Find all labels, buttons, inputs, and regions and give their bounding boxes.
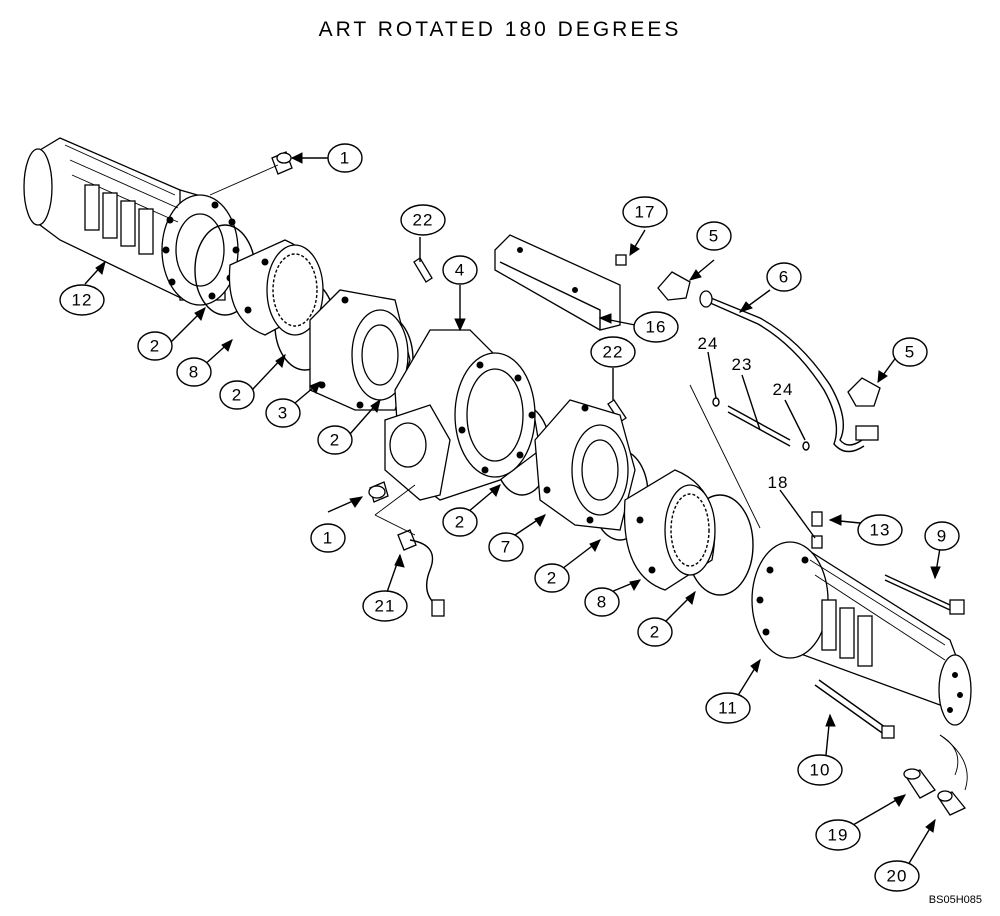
svg-text:20: 20 (887, 867, 908, 886)
fitting-part-18 (811, 535, 823, 549)
carrier-part-3 (309, 289, 411, 411)
label-23: 23 (732, 355, 753, 374)
svg-text:22: 22 (413, 211, 434, 230)
label-24-right: 24 (773, 380, 794, 399)
svg-text:2: 2 (547, 569, 557, 588)
callout-arrowheads (95, 152, 941, 833)
svg-text:1: 1 (323, 529, 333, 548)
callout-1a: 1 (327, 143, 363, 173)
callout-4: 4 (442, 255, 478, 285)
callout-22a: 22 (400, 204, 446, 236)
label-24-left: 24 (698, 334, 719, 353)
callout-5b: 5 (892, 337, 928, 367)
svg-text:1: 1 (340, 149, 350, 168)
bushing-part-20 (936, 790, 967, 816)
assembly-guide-lines (209, 164, 968, 791)
ring-gear-part-8-right (623, 469, 716, 591)
plug-part-1-upper (271, 151, 293, 175)
carrier-part-7 (534, 399, 636, 531)
callout-2c: 2 (317, 425, 353, 455)
callout-11: 11 (705, 692, 751, 724)
callout-3: 3 (265, 398, 301, 428)
svg-text:21: 21 (375, 597, 396, 616)
callout-7: 7 (488, 532, 524, 562)
diagram-title: ART ROTATED 180 DEGREES (318, 18, 682, 41)
callout-2f: 2 (637, 617, 673, 647)
callout-2d: 2 (442, 507, 478, 537)
svg-text:7: 7 (501, 538, 511, 557)
svg-text:6: 6 (779, 268, 789, 287)
svg-text:10: 10 (810, 761, 831, 780)
callout-8b: 8 (584, 587, 620, 617)
svg-text:16: 16 (646, 318, 667, 337)
svg-text:13: 13 (870, 521, 891, 540)
svg-text:17: 17 (635, 203, 656, 222)
axle-housing-right (751, 541, 972, 726)
axle-housing-left (23, 137, 240, 306)
svg-text:2: 2 (150, 337, 160, 356)
callout-13: 13 (857, 514, 903, 546)
callout-2b: 2 (219, 380, 255, 410)
fitting-part-5-lower (847, 377, 881, 407)
sensor-part-21 (397, 529, 445, 617)
pin-part-22-upper (413, 257, 433, 283)
o-ring-part-24-right (802, 441, 810, 451)
svg-text:5: 5 (709, 227, 719, 246)
callout-9: 9 (924, 521, 960, 551)
label-18: 18 (768, 473, 789, 492)
fitting-part-13 (811, 511, 823, 527)
svg-text:2: 2 (232, 386, 242, 405)
ring-gear-part-8-left (228, 239, 324, 336)
svg-text:4: 4 (455, 261, 465, 280)
center-housing-part-4 (384, 329, 541, 501)
callout-21: 21 (362, 590, 408, 622)
svg-text:9: 9 (937, 527, 947, 546)
callout-12: 12 (59, 284, 105, 316)
callout-6: 6 (766, 262, 802, 292)
callout-2a: 2 (137, 331, 173, 361)
callout-16: 16 (633, 311, 679, 343)
svg-text:19: 19 (828, 826, 849, 845)
plug-part-1-lower (368, 481, 389, 503)
callout-17: 17 (622, 196, 668, 228)
svg-text:5: 5 (905, 343, 915, 362)
drawing-reference-code: BS05H085 (928, 894, 982, 906)
callout-2e: 2 (534, 563, 570, 593)
callout-5a: 5 (696, 221, 732, 251)
svg-text:2: 2 (455, 513, 465, 532)
bolt-part-17 (615, 254, 627, 266)
callout-19: 19 (815, 819, 861, 851)
callout-8a: 8 (176, 357, 212, 387)
svg-text:11: 11 (718, 699, 738, 718)
svg-text:8: 8 (189, 363, 199, 382)
svg-text:22: 22 (603, 343, 624, 362)
svg-text:3: 3 (278, 404, 288, 423)
bushing-part-19 (903, 768, 936, 799)
tube-part-6 (699, 290, 879, 453)
svg-text:12: 12 (72, 291, 93, 310)
svg-text:2: 2 (650, 623, 660, 642)
callout-22b: 22 (590, 336, 636, 368)
callout-1b: 1 (310, 523, 346, 553)
bolt-part-9 (884, 574, 965, 615)
svg-text:8: 8 (597, 593, 607, 612)
callout-20: 20 (874, 860, 920, 892)
callout-10: 10 (797, 754, 843, 786)
guard-part-16 (494, 234, 621, 331)
o-ring-part-24-left (712, 397, 720, 407)
fitting-part-5-upper (657, 271, 691, 301)
bolt-part-10 (814, 679, 895, 739)
svg-text:2: 2 (330, 431, 340, 450)
